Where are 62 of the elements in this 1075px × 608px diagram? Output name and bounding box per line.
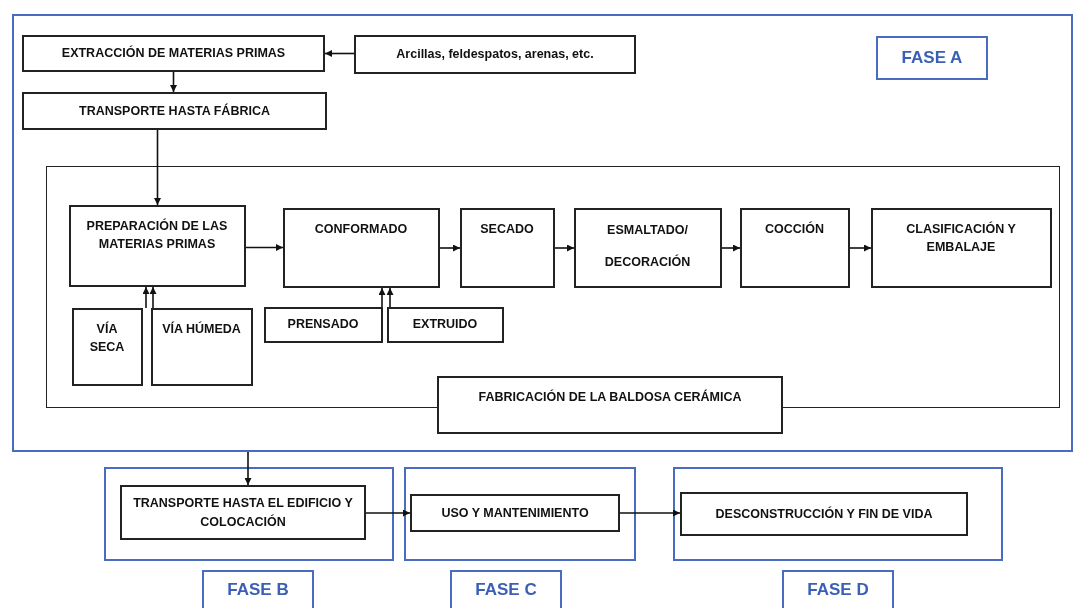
step-text: ESMALTADO/ DECORACIÓN	[603, 221, 692, 271]
phase-label	[202, 570, 314, 608]
arrow	[365, 509, 411, 517]
phase-frame	[12, 14, 1073, 452]
step-text: Arcillas, feldespatos, arenas, etc.	[396, 46, 594, 64]
phase-name: FASE D	[807, 578, 869, 601]
step-text: TRANSPORTE HASTA EL EDIFICIO Y COLOCACIÓN	[132, 495, 354, 531]
step-text: CLASIFICACIÓN Y EMBALAJE	[905, 220, 1017, 256]
stage-frame	[46, 166, 1060, 408]
phase-frame	[404, 467, 636, 561]
step-text: SECADO	[480, 220, 534, 238]
process-box	[150, 307, 253, 386]
process-box	[459, 207, 555, 288]
process-box	[680, 492, 968, 536]
arrow	[386, 287, 394, 308]
arrow	[324, 50, 355, 57]
arrow	[244, 451, 252, 486]
phase-label	[782, 570, 894, 608]
process-box	[282, 207, 440, 288]
step-text: DESCONSTRUCCIÓN Y FIN DE VIDA	[715, 505, 933, 523]
process-box	[573, 207, 722, 288]
step-text: USO Y MANTENIMIENTO	[441, 504, 589, 522]
arrow	[170, 71, 177, 93]
process-box	[870, 207, 1052, 288]
step-text: EXTRACCIÓN DE MATERIAS PRIMAS	[61, 44, 286, 63]
step-text: CONFORMADO	[314, 220, 408, 238]
arrow	[554, 244, 575, 252]
step-text: VÍA HÚMEDA	[162, 320, 241, 338]
arrow	[721, 244, 741, 252]
arrow	[849, 244, 872, 252]
phase-name: FASE A	[901, 46, 963, 69]
process-box	[739, 207, 850, 288]
step-text: PRENSADO	[287, 316, 359, 334]
phase-label	[876, 36, 988, 80]
process-box	[437, 376, 783, 434]
process-box	[22, 92, 327, 130]
step-text: EXTRUIDO	[412, 316, 478, 334]
arrow	[619, 509, 681, 517]
process-box	[22, 35, 325, 72]
phase-name: FASE C	[475, 578, 537, 601]
process-box	[71, 307, 143, 386]
process-box	[354, 35, 636, 74]
step-text: VÍA SECA	[88, 320, 126, 356]
arrow	[378, 287, 386, 308]
phase-frame	[673, 467, 1003, 561]
arrow	[245, 244, 284, 251]
arrow	[142, 286, 150, 309]
phase-name: FASE B	[227, 578, 289, 601]
arrow	[439, 244, 461, 252]
process-box	[386, 306, 504, 343]
phase-frame	[104, 467, 394, 561]
arrow	[149, 286, 157, 309]
step-text: COCCIÓN	[765, 220, 824, 238]
step-text: FABRICACIÓN DE LA BALDOSA CERÁMICA	[478, 388, 742, 406]
process-box	[263, 306, 383, 343]
process-box	[410, 494, 620, 532]
arrow	[154, 129, 161, 206]
process-box	[120, 485, 366, 540]
process-box	[68, 204, 246, 287]
step-text: PREPARACIÓN DE LAS MATERIAS PRIMAS	[85, 217, 229, 253]
step-text: TRANSPORTE HASTA FÁBRICA	[79, 102, 270, 120]
phase-label	[450, 570, 562, 608]
